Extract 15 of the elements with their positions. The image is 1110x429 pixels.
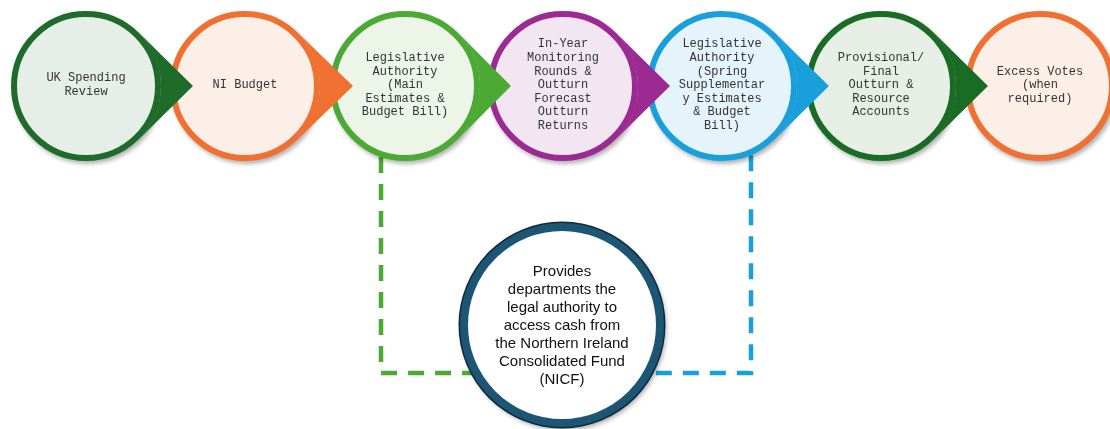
chevron-arrow [297, 32, 353, 140]
chevron-arrow [774, 32, 829, 140]
node-label: Provisional/ Final Outturn & Resource Accounts [837, 52, 925, 120]
chevron-arrow [138, 32, 193, 140]
chevron-arrow [615, 32, 670, 140]
node-label: In-Year Monitoring Rounds & Outturn Forecast Outturn Returns [526, 38, 600, 134]
node-label: Legislative Authority (Spring Supplementary Estimates & Budget Bill) [678, 38, 766, 134]
dashed-connector [378, 157, 472, 376]
node-label: UK Spending Review [45, 72, 127, 100]
node-label: Excess Votes (when required) [996, 65, 1084, 107]
chevron-arrow [458, 33, 511, 139]
chevron-arrow [933, 32, 988, 140]
node-label: Provides departments the legal authority to access cash from the Northern Ireland Consolidated Fund (NICF) [494, 262, 630, 388]
node-label: NI Budget [211, 79, 279, 93]
node-label: Legislative Authority (Main Estimates & Budget Bill) [361, 52, 449, 120]
